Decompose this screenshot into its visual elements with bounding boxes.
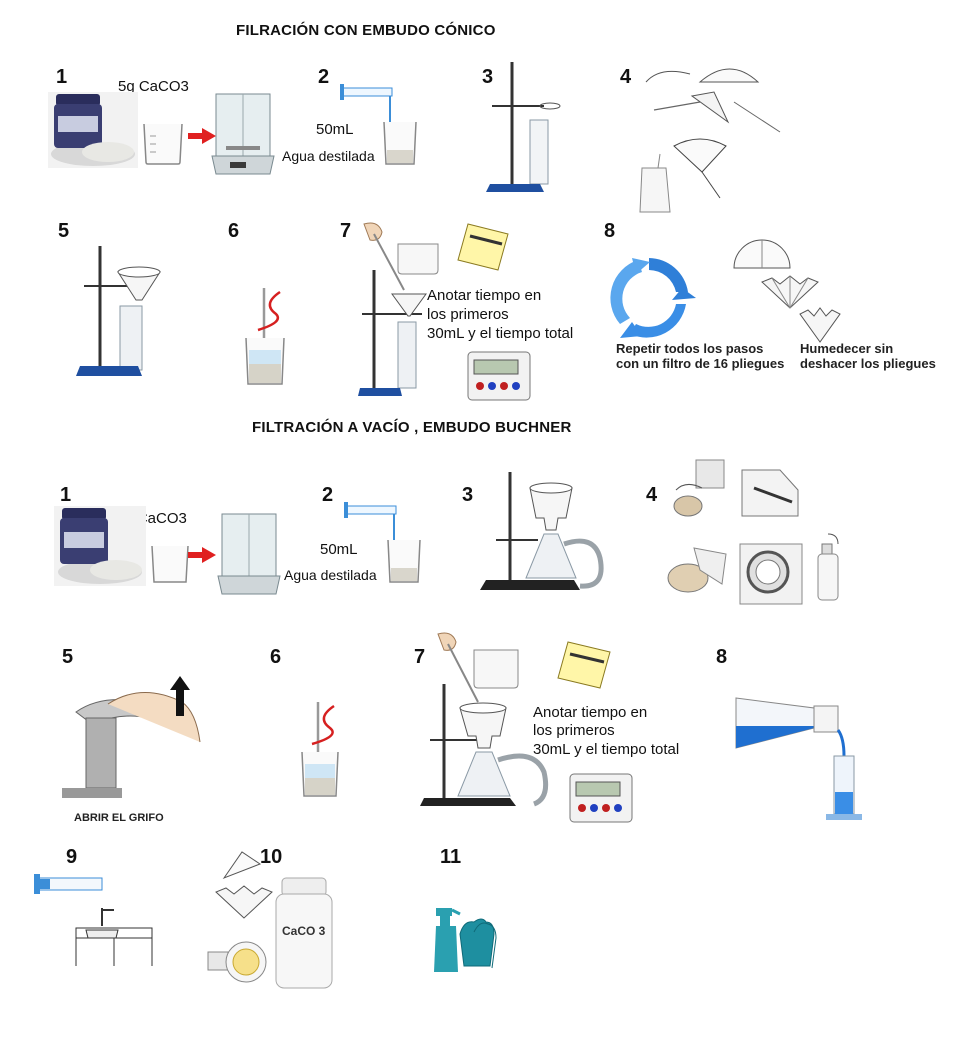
s1-conical-funnel-setup-icon xyxy=(76,246,161,376)
s1-step5-number: 5 xyxy=(58,220,70,242)
s2-tap-label: ABRIR EL GRIFO xyxy=(74,812,164,824)
s2-buchner-funnel-icon xyxy=(207,941,267,983)
s1-red-arrow-icon xyxy=(188,128,216,144)
s2-flask-pouring-into-cylinder-icon xyxy=(735,697,862,820)
s2-step9-number: 9 xyxy=(66,846,78,868)
s1-beaker-icon xyxy=(143,123,183,165)
s1-repeat-line2: con un filtro de 16 pliegues xyxy=(616,356,785,371)
s2-step5-number: 5 xyxy=(62,646,74,668)
s1-half-filter-icon xyxy=(733,239,791,269)
s2-step8-number: 8 xyxy=(716,646,728,668)
s1-filter-folding-icon xyxy=(639,68,781,213)
s2-sink-icon xyxy=(75,908,153,966)
s1-graduated-cylinder-pouring-icon xyxy=(340,84,393,122)
s1-pleated-filter-icon xyxy=(799,307,841,343)
s2-buchner-filtering-icon xyxy=(420,632,549,807)
s1-repeat-line1: Repetir todos los pasos xyxy=(616,341,764,356)
s2-anotar-line3: 30mL y el tiempo total xyxy=(533,741,680,758)
s1-notebook-icon xyxy=(457,223,509,271)
s1-ring-stand-with-cylinder-icon xyxy=(486,62,561,192)
s1-caco3-jar-illustration xyxy=(48,92,138,168)
s2-jar-label: CaCO 3 xyxy=(282,924,326,938)
s1-step8-number: 8 xyxy=(604,220,616,242)
s1-volume-label: 50mL xyxy=(316,121,354,138)
s1-anotar-line2: los primeros xyxy=(427,306,509,323)
section1-title: FILRACIÓN CON EMBUDO CÓNICO xyxy=(236,22,496,39)
s2-graduated-cylinder-icon xyxy=(34,874,103,894)
s2-anotar-line1: Anotar tiempo en xyxy=(533,704,648,721)
s2-caco3-jar-icon xyxy=(275,877,333,989)
s2-beaker-icon xyxy=(151,545,189,583)
s1-fan-folded-filter-icon xyxy=(761,275,819,309)
s2-step7-number: 7 xyxy=(414,646,426,668)
s2-beaker-with-powder-icon xyxy=(387,539,421,583)
section2-title: FILTRACIÓN A VACÍO , EMBUDO BUCHNER xyxy=(252,419,572,436)
s1-stirring-beaker-icon xyxy=(245,288,285,385)
s2-water-label: Agua destilada xyxy=(284,567,377,583)
s2-step6-number: 6 xyxy=(270,646,282,668)
s2-buchner-top-view-icon xyxy=(739,543,803,605)
s2-volume-label: 50mL xyxy=(320,541,358,558)
s1-humedecer-line2: deshacer los pliegues xyxy=(800,356,936,371)
s2-stirring-beaker-icon xyxy=(301,702,339,797)
s1-repeat-cycle-icon xyxy=(610,258,696,338)
s2-analytical-balance-icon xyxy=(217,513,281,595)
s2-wet-filter-icon xyxy=(741,469,799,517)
s2-tap-faucet-icon xyxy=(62,676,201,798)
s1-step1-number: 1 xyxy=(56,66,68,88)
s1-humedecer-line1: Humedecer sin xyxy=(800,341,894,356)
s2-step11-number: 11 xyxy=(440,846,462,868)
s2-timer-icon xyxy=(569,773,633,823)
s1-step7-number: 7 xyxy=(340,220,352,242)
s1-analytical-balance-icon xyxy=(211,93,275,175)
s1-mass-label: 5g CaCO3 xyxy=(118,78,189,95)
s1-beaker-with-powder-icon xyxy=(383,121,417,165)
s1-pouring-into-funnel-icon xyxy=(358,222,439,396)
s1-anotar-line3: 30mL y el tiempo total xyxy=(427,325,574,342)
s2-step3-number: 3 xyxy=(462,484,474,506)
s2-step10-number: 10 xyxy=(260,846,283,868)
s2-quarter-filter-icon xyxy=(222,851,262,880)
s2-anotar-line2: los primeros xyxy=(533,722,615,739)
s2-hands-funnel-icon xyxy=(667,547,727,593)
s2-buchner-vacuum-setup-icon xyxy=(480,472,604,590)
s2-graduated-cylinder-pouring-icon xyxy=(344,502,397,540)
s2-step4-number: 4 xyxy=(646,484,658,506)
s2-cleaning-spray-gloves-icon xyxy=(434,908,497,972)
s1-timer-icon xyxy=(467,351,531,401)
s2-red-arrow-icon xyxy=(188,547,216,563)
s1-step6-number: 6 xyxy=(228,220,240,242)
s1-step3-number: 3 xyxy=(482,66,494,88)
s2-step2-number: 2 xyxy=(322,484,334,506)
s1-anotar-line1: Anotar tiempo en xyxy=(427,287,542,304)
s2-step1-number: 1 xyxy=(60,484,72,506)
s2-glass-beaker-icon xyxy=(473,649,519,689)
s2-folded-filter-icon xyxy=(215,885,273,919)
s2-place-filter-icon xyxy=(673,459,725,517)
s2-caco3-jar-illustration xyxy=(54,506,146,586)
s1-water-label: Agua destilada xyxy=(282,148,375,164)
s1-step2-number: 2 xyxy=(318,66,330,88)
s1-step4-number: 4 xyxy=(620,66,632,88)
s2-notebook-icon xyxy=(557,641,611,689)
s2-wash-bottle-icon xyxy=(817,533,839,601)
